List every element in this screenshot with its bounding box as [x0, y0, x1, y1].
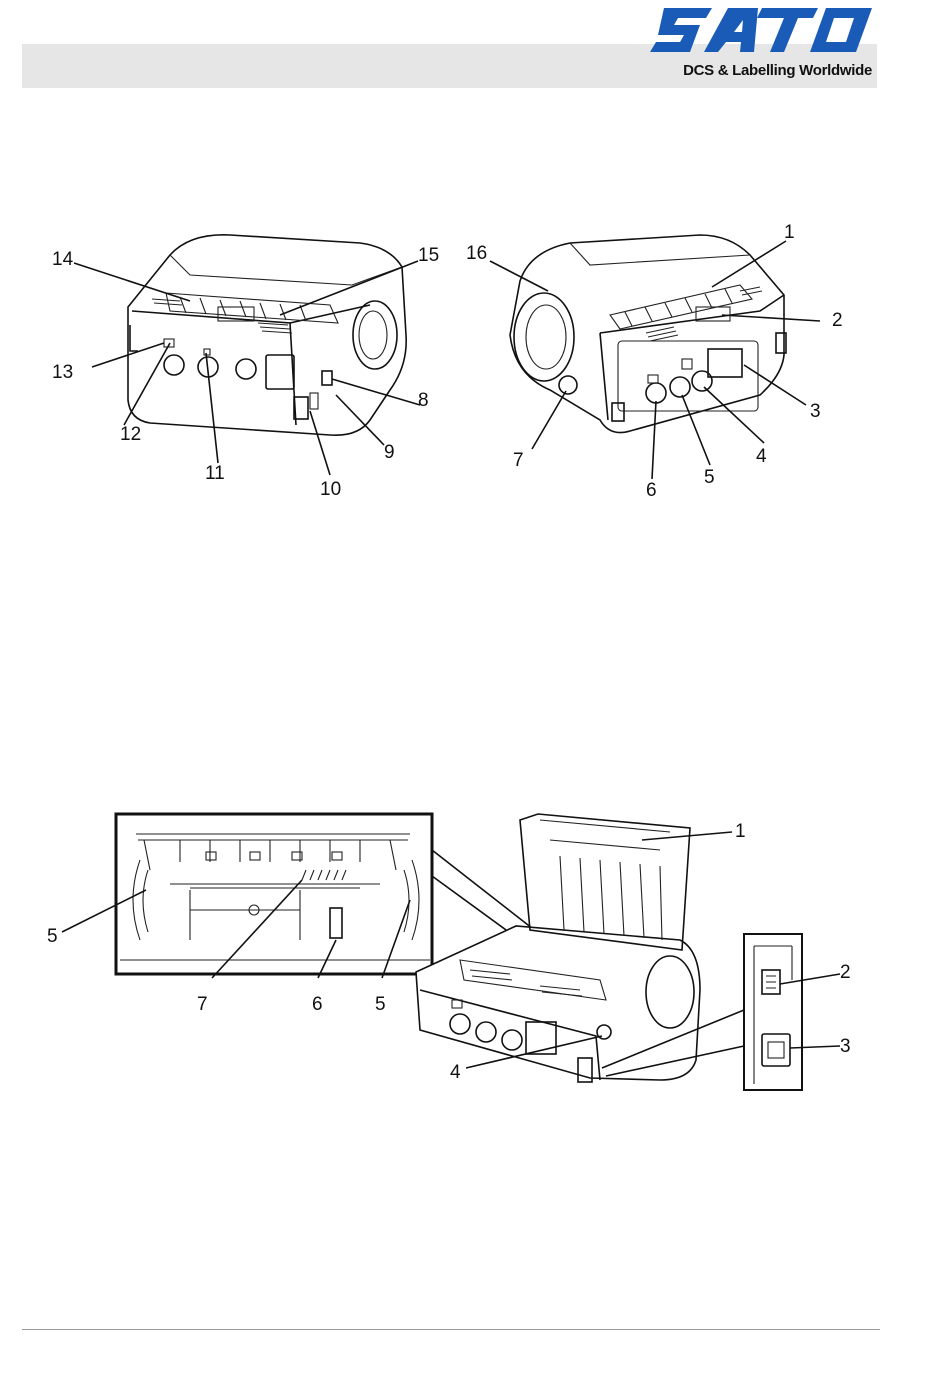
callout-10: 10 — [320, 480, 341, 499]
inset-callout-5-right: 5 — [375, 995, 386, 1014]
inset-callout-6: 6 — [312, 995, 323, 1014]
callout-16: 16 — [466, 244, 487, 263]
port-callout-3: 3 — [840, 1037, 851, 1056]
callout-9: 9 — [384, 443, 395, 462]
callout-11: 11 — [205, 464, 225, 483]
port-callout-2: 2 — [840, 963, 851, 982]
inset-callout-5-left: 5 — [47, 927, 58, 946]
callout-14: 14 — [52, 250, 73, 269]
callout-8: 8 — [418, 391, 429, 410]
footer-rule — [22, 1329, 880, 1330]
brand-tagline: DCS & Labelling Worldwide — [652, 62, 872, 79]
callout-4: 4 — [756, 447, 767, 466]
printer-front-view-illustration — [40, 215, 460, 505]
callout-12: 12 — [120, 425, 141, 444]
callout-15: 15 — [418, 246, 439, 265]
callout-6: 6 — [646, 481, 657, 500]
callout-2: 2 — [832, 311, 843, 330]
callout-13: 13 — [52, 363, 73, 382]
callout-3: 3 — [810, 402, 821, 421]
printer-callout-1: 1 — [735, 822, 746, 841]
callout-1: 1 — [784, 223, 795, 242]
sato-logo — [650, 8, 872, 52]
inset-callout-7: 7 — [197, 995, 208, 1014]
printer-open-view-illustration — [40, 800, 890, 1120]
printer-callout-4: 4 — [450, 1063, 461, 1082]
callout-7: 7 — [513, 451, 524, 470]
callout-5: 5 — [704, 468, 715, 487]
